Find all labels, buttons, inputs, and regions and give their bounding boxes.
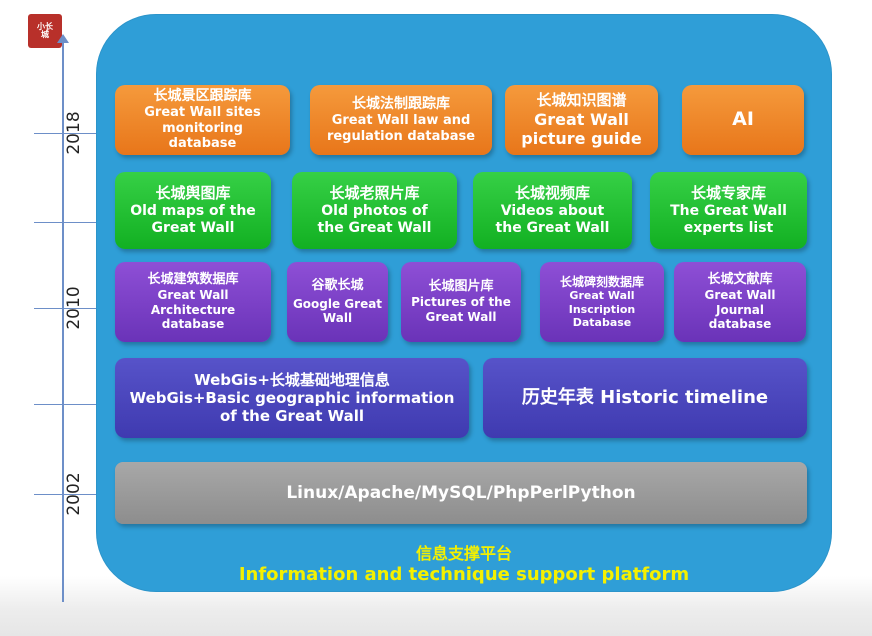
box-title-en: 历史年表 Historic timeline xyxy=(521,387,769,409)
box-title-zh: 长城视频库 xyxy=(514,184,590,203)
box-title-en: Great Wall Journal database xyxy=(704,287,776,332)
box-title-en: Great Wall picture guide xyxy=(521,109,642,149)
box-title-en: Great Wall law and regulation database xyxy=(326,112,476,144)
box-title-en: Pictures of the Great Wall xyxy=(411,295,511,324)
box-title-zh: 谷歌长城 xyxy=(311,277,364,293)
box-google-great-wall: 谷歌长城 Google Great Wall xyxy=(287,262,388,342)
box-title-en: Great Wall Inscription Database xyxy=(568,289,636,330)
box-title-zh: 长城知识图谱 xyxy=(536,91,627,110)
box-title-zh: 长城文献库 xyxy=(707,272,773,288)
timeline-tick xyxy=(34,308,96,309)
box-sites-monitoring: 长城景区跟踪库 Great Wall sites monitoring data… xyxy=(115,85,290,155)
box-title-zh: 长城法制跟踪库 xyxy=(352,95,450,112)
box-title-zh: 长城图片库 xyxy=(428,279,494,295)
year-label-2002: 2002 xyxy=(64,472,84,516)
box-title-en: Old photos of the Great Wall xyxy=(317,202,432,236)
box-title-zh: 长城舆图库 xyxy=(155,184,231,203)
box-title-en: Old maps of the Great Wall xyxy=(130,202,256,236)
timeline-axis xyxy=(62,42,64,602)
box-title-en: Google Great Wall xyxy=(292,296,383,326)
box-title-en: Videos about the Great Wall xyxy=(495,202,610,236)
box-title-en: The Great Wall experts list xyxy=(670,202,787,236)
box-title-en: Great Wall Architecture database xyxy=(150,287,236,332)
box-webgis: WebGis+长城基础地理信息 WebGis+Basic geographic … xyxy=(115,358,469,438)
box-title-en: AI xyxy=(732,108,754,131)
timeline-tick xyxy=(34,133,96,134)
footer-title-en: Information and technique support platfo… xyxy=(238,564,690,585)
box-experts: 长城专家库 The Great Wall experts list xyxy=(650,172,807,249)
box-title-zh: 长城碑刻数据库 xyxy=(559,274,644,289)
box-title-zh: 长城景区跟踪库 xyxy=(153,87,252,104)
box-title-en: Linux/Apache/MySQL/PhpPerlPython xyxy=(286,482,636,503)
logo: 小长城 xyxy=(28,14,62,48)
box-journal-db: 长城文献库 Great Wall Journal database xyxy=(674,262,806,342)
timeline-tick xyxy=(34,222,96,223)
box-inscription-db: 长城碑刻数据库 Great Wall Inscription Database xyxy=(540,262,664,342)
timeline-tick xyxy=(34,494,96,495)
box-title-zh: 长城老照片库 xyxy=(329,184,420,203)
box-title-en: WebGis+Basic geographic information of t… xyxy=(129,388,455,426)
box-knowledge-graph: 长城知识图谱 Great Wall picture guide xyxy=(505,85,658,155)
box-historic-timeline: 历史年表 Historic timeline xyxy=(483,358,807,438)
box-old-photos: 长城老照片库 Old photos of the Great Wall xyxy=(292,172,457,249)
box-title-en: Great Wall sites monitoring database xyxy=(144,104,261,152)
box-title-zh: 长城专家库 xyxy=(690,184,766,203)
timeline-tick xyxy=(34,404,96,405)
box-architecture-db: 长城建筑数据库 Great Wall Architecture database xyxy=(115,262,271,342)
box-ai: AI xyxy=(682,85,804,155)
year-label-2010: 2010 xyxy=(64,286,84,330)
box-title-zh: WebGis+长城基础地理信息 xyxy=(194,370,390,389)
box-law-regulation: 长城法制跟踪库 Great Wall law and regulation da… xyxy=(310,85,492,155)
timeline-arrow-icon xyxy=(57,34,69,43)
box-tech-stack: Linux/Apache/MySQL/PhpPerlPython xyxy=(115,462,807,524)
footer-title-zh: 信息支撑平台 xyxy=(415,544,512,563)
year-label-2018: 2018 xyxy=(64,111,84,155)
box-old-maps: 长城舆图库 Old maps of the Great Wall xyxy=(115,172,271,249)
box-title-zh: 长城建筑数据库 xyxy=(147,272,239,288)
box-pictures: 长城图片库 Pictures of the Great Wall xyxy=(401,262,521,342)
box-videos: 长城视频库 Videos about the Great Wall xyxy=(473,172,632,249)
